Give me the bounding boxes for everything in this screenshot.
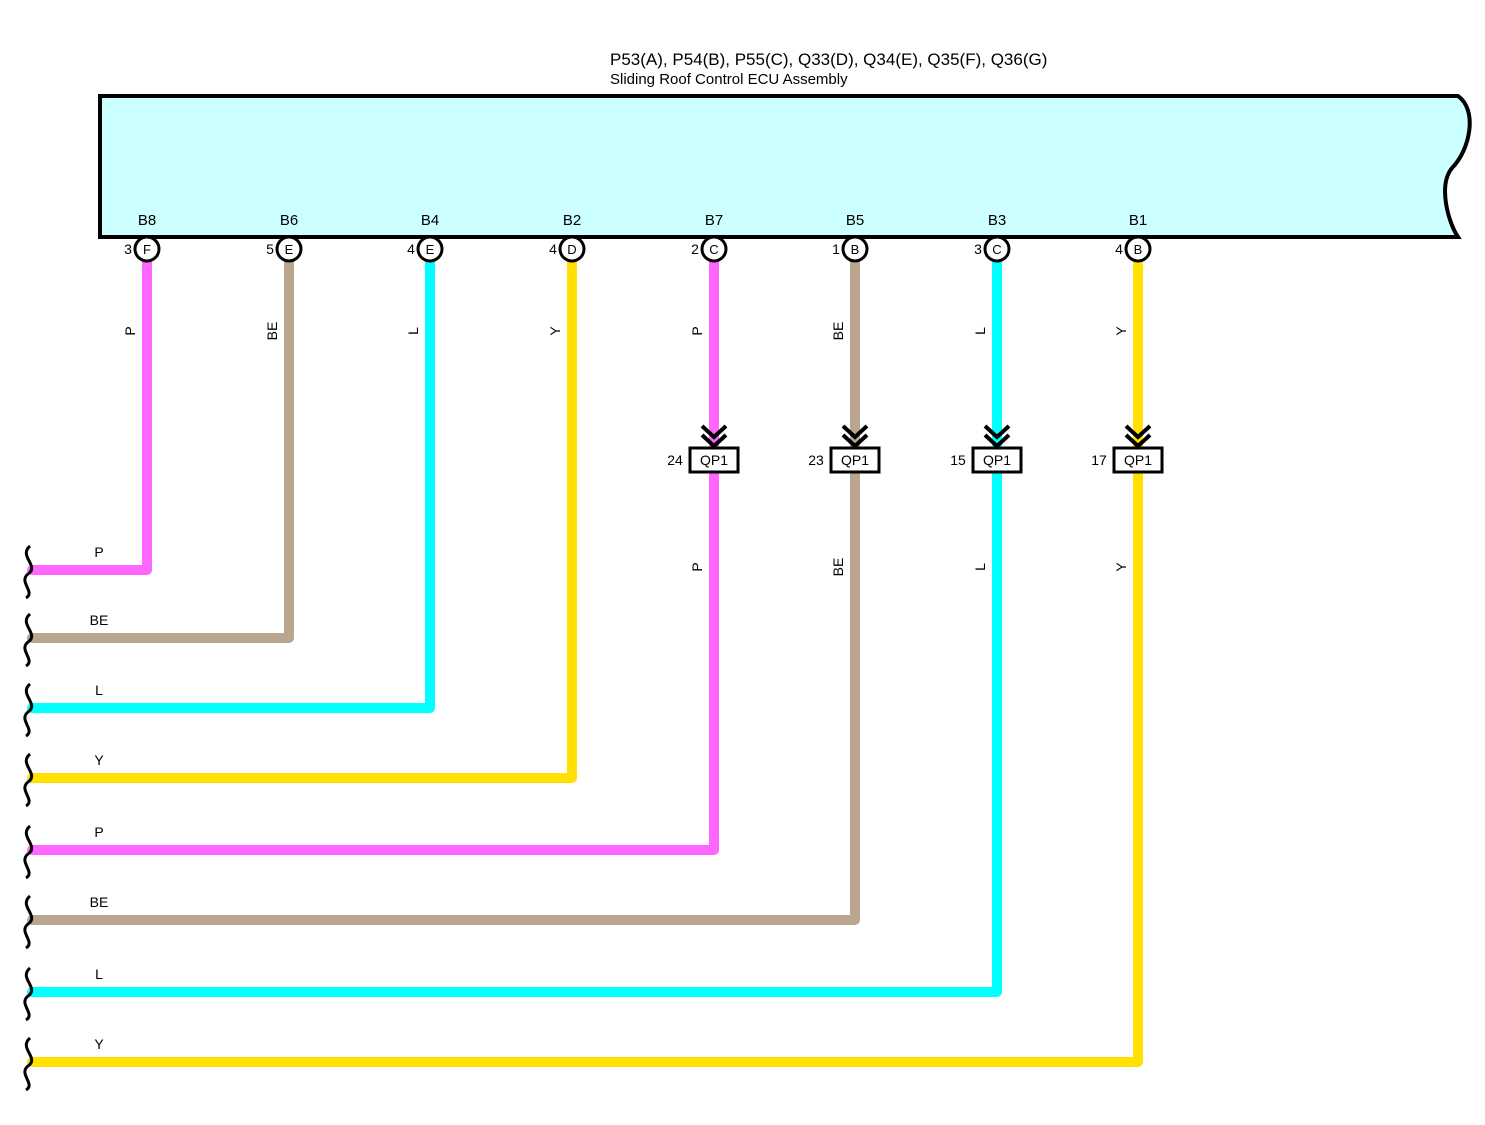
junction-pin-b3: 15 (950, 452, 966, 468)
connector-letter-b3: C (992, 242, 1001, 257)
pin-number-b5: 1 (832, 241, 840, 257)
wire-b6 (27, 257, 294, 643)
component-name: Sliding Roof Control ECU Assembly (610, 71, 848, 88)
junction-box-b5 (829, 446, 881, 474)
pin-circle-b2 (558, 235, 586, 263)
wire-break-mark-b7 (23, 824, 34, 880)
wire-b1 (27, 257, 1143, 1067)
wire-color-code-b7-upper: P (689, 326, 705, 335)
wire-b2 (27, 257, 577, 783)
wire-color-code-b5-upper: BE (830, 322, 846, 341)
pin-circle-b6 (275, 235, 303, 263)
wire-color-code-b3-upper: L (972, 327, 988, 335)
pin-number-b4: 4 (407, 241, 415, 257)
wire-b3 (27, 257, 1002, 997)
connector-codes: P53(A), P54(B), P55(C), Q33(D), Q34(E), … (610, 50, 1047, 69)
wire-color-code-b8-left: P (94, 544, 103, 560)
pin-circle-b3 (983, 235, 1011, 263)
wire-color-code-b4-upper: L (405, 327, 421, 335)
pin-circle-b4 (416, 235, 444, 263)
pin-number-b6: 5 (266, 241, 274, 257)
pin-circle-b1 (1124, 235, 1152, 263)
junction-arrow-b7 (700, 424, 728, 449)
junction-name-b3: QP1 (983, 452, 1011, 468)
pin-label-b5: B5 (846, 212, 864, 229)
junction-box-b7 (688, 446, 740, 474)
pin-number-b1: 4 (1115, 241, 1123, 257)
junction-pin-b1: 17 (1091, 452, 1107, 468)
wire-color-code-b6-upper: BE (264, 322, 280, 341)
wire-break-mark-b8 (23, 544, 34, 600)
pin-number-b7: 2 (691, 241, 699, 257)
wire-b8 (27, 257, 152, 575)
wire-color-code-b6-left: BE (90, 612, 109, 628)
wire-color-code-b1-upper: Y (1113, 326, 1129, 336)
connector-letter-b2: D (567, 242, 576, 257)
pin-label-b8: B8 (138, 212, 156, 229)
junction-pin-b7: 24 (667, 452, 683, 468)
junction-box-b3 (971, 446, 1023, 474)
junction-name-b7: QP1 (700, 452, 728, 468)
wire-color-code-b1-lower: Y (1113, 562, 1129, 572)
junction-arrow-b3 (983, 424, 1011, 449)
junction-name-b5: QP1 (841, 452, 869, 468)
pin-label-b3: B3 (988, 212, 1006, 229)
junction-arrow-b5 (841, 424, 869, 449)
wire-b5 (27, 257, 860, 925)
connector-letter-b5: B (851, 242, 860, 257)
pin-number-b2: 4 (549, 241, 557, 257)
ecu-assembly-box (98, 94, 1472, 239)
wire-b4 (27, 257, 435, 713)
connector-letter-b6: E (285, 242, 294, 257)
wire-color-code-b2-left: Y (94, 752, 104, 768)
wire-color-code-b1-left: Y (94, 1036, 104, 1052)
wire-color-code-b3-lower: L (972, 563, 988, 571)
wire-color-code-b7-lower: P (689, 562, 705, 571)
wire-break-mark-b2 (23, 752, 34, 808)
junction-arrow-b1 (1124, 424, 1152, 449)
wire-break-mark-b1 (23, 1036, 34, 1092)
wire-color-code-b4-left: L (95, 682, 103, 698)
wires: P P BE BE L L Y Y P P P BE BE BE L L L Y Y Y (23, 257, 1143, 1092)
pin-circle-b7 (700, 235, 728, 263)
pin-label-b6: B6 (280, 212, 298, 229)
wire-color-code-b8-upper: P (122, 326, 138, 335)
connector-letter-b1: B (1134, 242, 1143, 257)
wire-break-mark-b3 (23, 966, 34, 1022)
connector-letter-b8: F (143, 242, 151, 257)
wire-color-code-b2-upper: Y (547, 326, 563, 336)
wire-break-mark-b5 (23, 894, 34, 950)
wire-color-code-b5-left: BE (90, 894, 109, 910)
wire-color-code-b3-left: L (95, 966, 103, 982)
pin-label-b4: B4 (421, 212, 439, 229)
junction-box-b1 (1112, 446, 1164, 474)
pin-circle-b8 (133, 235, 161, 263)
wire-color-code-b5-lower: BE (830, 558, 846, 577)
wire-b7 (27, 257, 719, 855)
pin-label-b2: B2 (563, 212, 581, 229)
pin-label-b7: B7 (705, 212, 723, 229)
wire-break-mark-b6 (23, 612, 34, 668)
connector-letter-b7: C (709, 242, 718, 257)
junction-name-b1: QP1 (1124, 452, 1152, 468)
connector-letter-b4: E (426, 242, 435, 257)
pin-label-b1: B1 (1129, 212, 1147, 229)
junction-pin-b5: 23 (808, 452, 824, 468)
pin-number-b3: 3 (974, 241, 982, 257)
wire-break-mark-b4 (23, 682, 34, 738)
pin-circle-b5 (841, 235, 869, 263)
pin-number-b8: 3 (124, 241, 132, 257)
wire-color-code-b7-left: P (94, 824, 103, 840)
